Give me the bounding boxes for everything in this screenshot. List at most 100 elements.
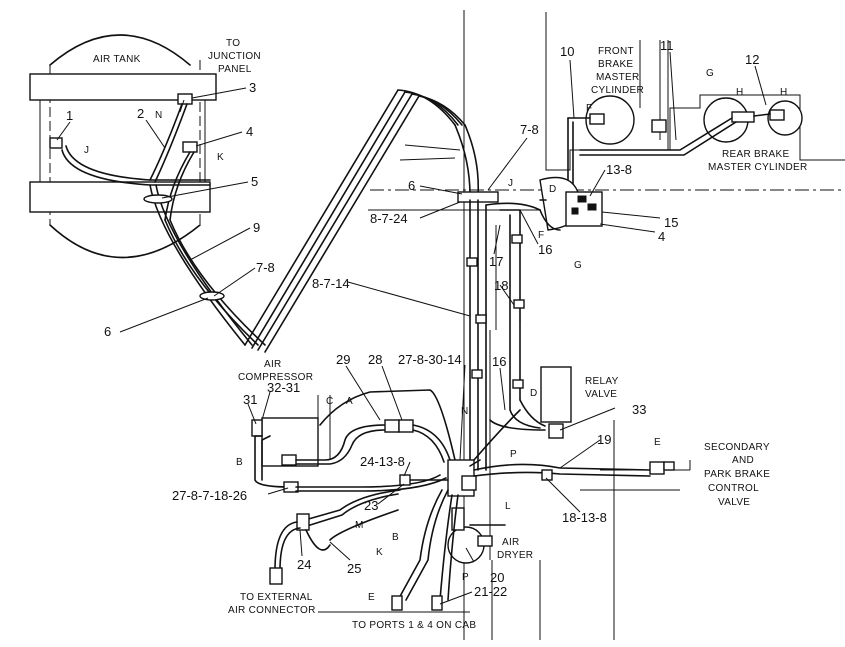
callout-16-b: 16 [492, 354, 506, 369]
hose-letter-d-1: D [549, 184, 557, 195]
relay-valve: RELAY VALVE [489, 366, 619, 439]
air-compressor-line-2: COMPRESSOR [238, 372, 313, 383]
secondary-line-5: VALVE [718, 497, 750, 508]
rear-brake-line-2: MASTER CYLINDER [708, 162, 808, 173]
hose-letter-g-2: G [574, 260, 582, 271]
callout-10: 10 [560, 44, 574, 59]
front-brake-line-2: BRAKE [598, 59, 633, 70]
hose-letter-g-1: G [706, 68, 714, 79]
callout-18-13-8: 18-13-8 [562, 510, 607, 525]
callout-15: 15 [664, 215, 678, 230]
callout-24-a: 24 [297, 557, 311, 572]
front-brake-line-1: FRONT [598, 46, 634, 57]
hose-letter-p-1: P [510, 449, 517, 460]
callout-28: 28 [368, 352, 382, 367]
bottom-labels: TO EXTERNAL AIR CONNECTOR TO PORTS 1 & 4… [228, 592, 476, 631]
hose-letter-f-2: F [538, 230, 544, 241]
secondary-park-brake-label: SECONDARY AND PARK BRAKE CONTROL VALVE [704, 442, 770, 508]
callout-8-7-14: 8-7-14 [312, 276, 350, 291]
to-junction-panel-line-3: PANEL [218, 64, 252, 75]
callout-25: 25 [347, 561, 361, 576]
rear-brake-line-1: REAR BRAKE [722, 149, 789, 160]
callout-18: 18 [494, 278, 508, 293]
callout-33: 33 [632, 402, 646, 417]
secondary-line-4: CONTROL [708, 483, 759, 494]
hose-letter-f-1: F [586, 103, 592, 114]
callout-27-8-30-14: 27-8-30-14 [398, 352, 462, 367]
hose-letter-h-1: H [736, 87, 744, 98]
center-vertical-lines [457, 191, 541, 471]
secondary-line-2: AND [732, 455, 754, 466]
callout-9: 9 [253, 220, 260, 235]
external-air-line-2: AIR CONNECTOR [228, 605, 316, 616]
callout-20: 20 [490, 570, 504, 585]
air-compressor-line-1: AIR [264, 359, 282, 370]
diagonal-hose-bundle [244, 89, 480, 353]
front-brake-line-3: MASTER [596, 72, 639, 83]
secondary-line-3: PARK BRAKE [704, 469, 770, 480]
relay-valve-line-1: RELAY [585, 376, 619, 387]
to-junction-panel-line-1: TO [226, 38, 240, 49]
air-dryer-line-2: DRYER [497, 550, 533, 561]
hose-letter-a-1: A [346, 396, 353, 407]
lower-hoses [269, 489, 459, 611]
to-junction-panel-line-2: JUNCTION [208, 51, 261, 62]
tank-hoses [49, 93, 266, 346]
callout-4-b: 4 [658, 229, 665, 244]
callout-17: 17 [489, 254, 503, 269]
front-brake-line-4: CYLINDER [591, 85, 644, 96]
hose-letter-p-2: P [462, 572, 469, 583]
hose-letter-h-2: H [780, 87, 788, 98]
callout-6-b: 6 [408, 178, 415, 193]
compressor-lines [295, 389, 456, 492]
callout-31: 31 [243, 392, 257, 407]
callout-16-a: 16 [538, 242, 552, 257]
callout-32-31: 32-31 [267, 380, 300, 395]
hose-letter-j-2: J [508, 178, 513, 189]
callout-6-a: 6 [104, 324, 111, 339]
hose-letters: N J K F G H H J D F G D N P E C A B M L … [84, 68, 788, 603]
callout-12: 12 [745, 52, 759, 67]
valve-block [539, 176, 603, 231]
hose-letter-k-2: K [376, 547, 383, 558]
hose-letter-j-1: J [84, 145, 89, 156]
callout-5: 5 [251, 174, 258, 189]
callout-19: 19 [597, 432, 611, 447]
callout-2: 2 [137, 106, 144, 121]
relay-valve-line-2: VALVE [585, 389, 617, 400]
hose-letter-b-1: B [236, 457, 243, 468]
hose-letter-k-1: K [217, 152, 224, 163]
callout-4: 4 [246, 124, 253, 139]
hose-letter-b-2: B [392, 532, 399, 543]
hose-letter-c-1: C [326, 396, 334, 407]
air-tank: AIR TANK [29, 34, 217, 259]
callout-27-8-7-18-26: 27-8-7-18-26 [172, 488, 247, 503]
central-junction [399, 409, 675, 497]
hose-letter-e-1: E [654, 437, 661, 448]
air-tank-label: AIR TANK [93, 54, 141, 65]
secondary-line-1: SECONDARY [704, 442, 770, 453]
hose-letter-e-2: E [368, 592, 375, 603]
to-junction-panel-label: TO JUNCTION PANEL [208, 38, 261, 75]
callout-1: 1 [66, 108, 73, 123]
hose-letter-d-2: D [530, 388, 538, 399]
callout-29: 29 [336, 352, 350, 367]
callout-21-22: 21-22 [474, 584, 507, 599]
brake-master-cylinders: FRONT BRAKE MASTER CYLINDER REAR BRAKE M… [545, 40, 845, 196]
callout-3: 3 [249, 80, 256, 95]
air-dryer: AIR DRYER [447, 507, 533, 564]
callout-13-8-a: 13-8 [606, 162, 632, 177]
callout-7-8-b: 7-8 [520, 122, 539, 137]
hose-letter-n-2: N [461, 406, 469, 417]
callout-24-13-8: 24-13-8 [360, 454, 405, 469]
callout-11: 11 [660, 38, 674, 53]
callout-7-8-a: 7-8 [256, 260, 275, 275]
callout-numbers: 1 2 3 4 5 9 7-8 6 10 11 12 7-8 6 8-7-24 … [66, 38, 759, 599]
air-compressor: AIR COMPRESSOR [238, 359, 331, 493]
hose-letter-l-1: L [505, 501, 511, 512]
external-air-line-1: TO EXTERNAL [240, 592, 313, 603]
air-dryer-line-1: AIR [502, 537, 520, 548]
callout-8-7-24: 8-7-24 [370, 211, 408, 226]
leader-lines [56, 51, 767, 605]
